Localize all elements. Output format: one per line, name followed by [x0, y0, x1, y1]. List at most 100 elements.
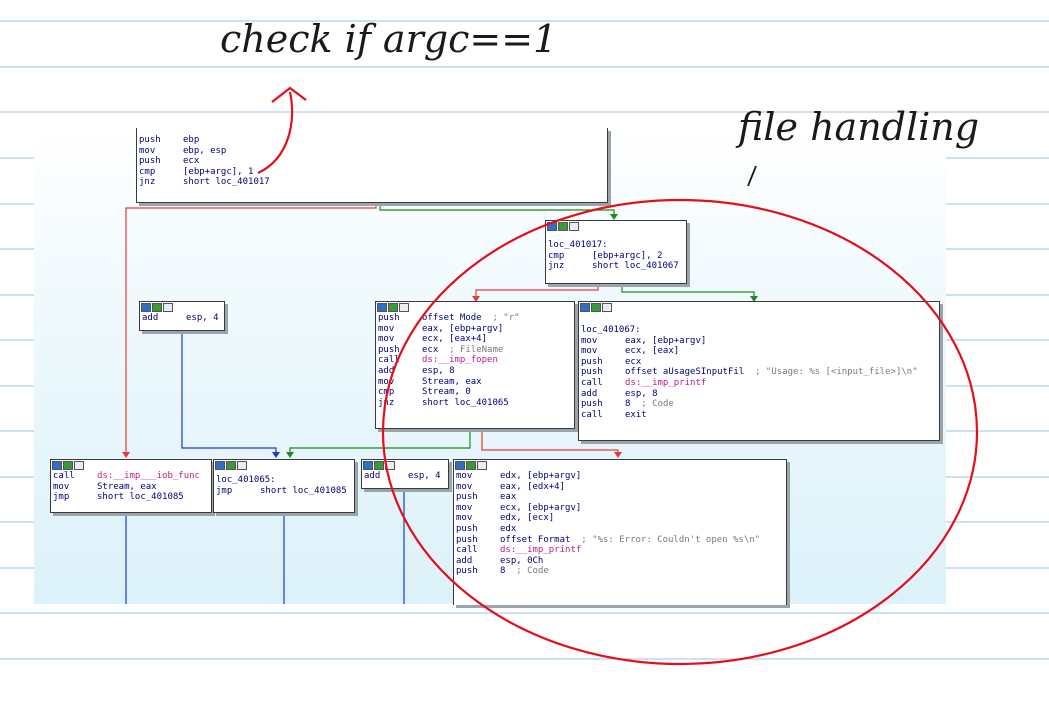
asm-comment: ; "%s: Error: Couldn't open %s\n" [581, 534, 761, 545]
asm-operand: eax [500, 492, 517, 503]
asm-mnemonic: jnz [548, 261, 565, 272]
asm-mnemonic: push [456, 534, 478, 545]
asm-operand: ds:__imp_printf [625, 377, 707, 388]
block-header-icons [579, 302, 939, 313]
asm-operand: offset Mode [422, 313, 482, 323]
asm-line[interactable]: cmp[ebp+argc], 2 [546, 251, 686, 262]
asm-line[interactable]: mov eax, [edx+4] [454, 482, 786, 493]
asm-mnemonic: push [581, 399, 603, 410]
block-header-icons [214, 460, 354, 471]
asm-operand: ds:__imp_printf [500, 545, 582, 556]
asm-line[interactable]: push offset Format ; "%s: Error: Couldn't… [454, 535, 786, 546]
asm-operand: exit [625, 409, 647, 420]
asm-operand: [ebp+argc], 1 [183, 166, 254, 177]
asm-mnemonic: mov [456, 471, 473, 481]
asm-operand: esp, 8 [625, 388, 658, 399]
asm-operand: ecx [422, 344, 439, 355]
edge-fopen-to-error [481, 428, 619, 452]
asm-operand: 8 [500, 566, 506, 577]
asm-operand: offset Format [500, 534, 571, 545]
asm-operand: esp, 4 [408, 471, 441, 481]
asm-mnemonic: mov [456, 481, 473, 492]
asm-mnemonic: call [53, 471, 75, 481]
asm-operand: short loc_401067 [592, 261, 679, 272]
edge-arrowhead [610, 214, 618, 220]
edge-entry-to-iob [125, 202, 377, 452]
asm-line[interactable]: cmp [ebp+argc], 1 [137, 167, 607, 178]
asm-operand: 8 [625, 399, 631, 410]
asm-mnemonic: push [456, 566, 478, 577]
edge-fopen-to-loc401065 [289, 428, 471, 452]
asm-operand: ebp [183, 135, 200, 145]
asm-mnemonic: mov [378, 334, 395, 345]
block-label: loc_401067: [581, 325, 641, 335]
asm-mnemonic: mov [456, 513, 473, 524]
asm-mnemonic: mov [581, 346, 598, 357]
asm-mnemonic: mov [378, 376, 395, 387]
asm-mnemonic: mov [456, 502, 473, 513]
annotation-top-note: check if argc==1 [220, 17, 557, 61]
asm-operand: ds:__imp_fopen [422, 355, 498, 366]
block-label: loc_401017: [548, 240, 608, 250]
block-header-icons [140, 302, 224, 313]
annotation-arrow [257, 91, 294, 174]
asm-operand: Stream, 0 [422, 387, 471, 398]
asm-operand: short loc_401017 [183, 177, 270, 188]
asm-mnemonic: push [378, 344, 400, 355]
asm-line[interactable]: push 8 ; Code [454, 566, 786, 577]
asm-mnemonic: jnz [139, 177, 156, 188]
asm-comment: ; Code [516, 566, 549, 577]
asm-line[interactable]: jnz short loc_401017 [137, 177, 607, 188]
block-header-icons [376, 302, 574, 313]
asm-mnemonic: jmp [53, 492, 70, 503]
asm-mnemonic: jmp [216, 485, 233, 496]
asm-mnemonic: cmp [139, 166, 156, 177]
asm-operand: eax, [edx+4] [500, 481, 566, 492]
asm-operand: ebp, esp [183, 145, 227, 156]
asm-line[interactable]: jnz short loc_401067 [546, 261, 686, 272]
asm-mnemonic: mov [53, 481, 70, 492]
asm-mnemonic: mov [139, 145, 156, 156]
asm-line[interactable]: mov ebp, esp [137, 146, 607, 157]
